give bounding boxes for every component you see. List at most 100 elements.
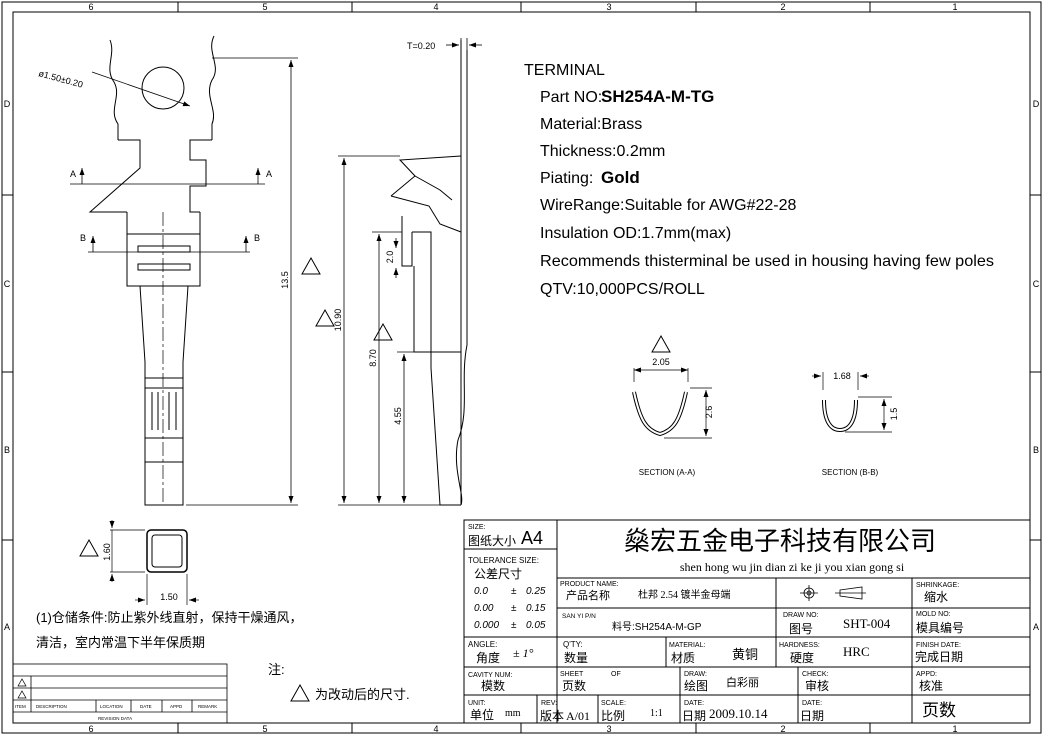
date-value: 2009.10.14 bbox=[709, 706, 768, 721]
sec-a-width-text: 2.05 bbox=[652, 357, 670, 367]
zone-right-c: C bbox=[1033, 279, 1040, 289]
size-label: SIZE: bbox=[468, 524, 486, 531]
terminal-side-view bbox=[390, 40, 468, 506]
terminal-front-view bbox=[88, 35, 216, 506]
marker-a-right: A bbox=[266, 169, 272, 179]
size-cn: 图纸大小 bbox=[468, 534, 516, 548]
marker-b-right: B bbox=[254, 233, 260, 243]
scale-cn: 比例 bbox=[601, 709, 625, 723]
material-label: MATERIAL: bbox=[669, 642, 705, 649]
material-cn: 材质 bbox=[671, 651, 695, 665]
spec-part-value: SH254A-M-TG bbox=[601, 87, 714, 106]
date2-cn: 日期 bbox=[800, 709, 824, 723]
rev-header-date: DATE bbox=[140, 704, 152, 709]
hole-dimension: ø1.50±0.20 bbox=[37, 68, 191, 107]
tolerance-label: TOLERANCE SIZE: bbox=[468, 556, 539, 565]
change-triangle-1 bbox=[301, 256, 321, 275]
marker-b-left: B bbox=[80, 233, 86, 243]
zone-top-2: 2 bbox=[780, 2, 785, 12]
storage-note-line2: 清洁，室内常温下半年保质期 bbox=[36, 635, 205, 650]
zone-top-5: 5 bbox=[262, 2, 267, 12]
marker-a-left: A bbox=[70, 169, 76, 179]
revision-table bbox=[12, 663, 228, 724]
sheet-label: SHEET bbox=[560, 671, 584, 678]
zone-bottom-6: 6 bbox=[88, 724, 93, 734]
tol-row1-a: 0.0 bbox=[474, 586, 488, 597]
note-changed-dim: 为改动后的尺寸. bbox=[315, 687, 410, 702]
border-zone-labels: 6 5 4 3 2 1 6 5 4 3 2 1 D C B A D C B A bbox=[4, 2, 1040, 734]
sheet-of: OF bbox=[611, 671, 621, 678]
sec-b-label: SECTION (B-B) bbox=[822, 468, 879, 477]
hardness-value: HRC bbox=[843, 644, 870, 659]
section-bb bbox=[812, 372, 892, 433]
dim-20-text: 2.0 bbox=[385, 251, 395, 264]
sec-a-height-text: 2.6 bbox=[704, 406, 714, 419]
dim-455 bbox=[397, 351, 414, 503]
unit-label: UNIT: bbox=[468, 700, 486, 707]
dim-total-length bbox=[186, 57, 298, 506]
zone-left-a: A bbox=[4, 622, 10, 632]
rev-triangle-2 bbox=[17, 690, 27, 699]
date-label: DATE: bbox=[684, 700, 704, 707]
shrinkage-cn: 缩水 bbox=[924, 589, 948, 604]
zone-top-4: 4 bbox=[433, 2, 438, 12]
rev-triangle-1 bbox=[17, 678, 27, 687]
cavity-label: CAVITY NUM: bbox=[468, 672, 513, 679]
draw-cn: 绘图 bbox=[684, 678, 708, 693]
zone-top-1: 1 bbox=[952, 2, 957, 12]
shrinkage-label: SHRINKAGE: bbox=[916, 582, 959, 589]
unit-cn: 单位 bbox=[470, 707, 494, 722]
draw-no-value: SHT-004 bbox=[843, 616, 891, 631]
angle-label: ANGLE: bbox=[468, 640, 497, 649]
hardness-label: HARDNESS: bbox=[779, 642, 820, 649]
note-zhu: 注: bbox=[268, 662, 285, 677]
hole-dim-text: ø1.50±0.20 bbox=[37, 68, 84, 89]
spec-insulation: Insulation OD:1.7mm(max) bbox=[540, 225, 731, 242]
product-name-cn: 产品名称 bbox=[566, 588, 610, 602]
tol-row2-c: 0.15 bbox=[526, 603, 546, 614]
zone-bottom-2: 2 bbox=[780, 724, 785, 734]
projection-symbol-icon bbox=[800, 585, 866, 601]
tol-row3-a: 0.000 bbox=[474, 620, 499, 631]
title-block-grid bbox=[463, 519, 1031, 724]
spec-plating-value: Gold bbox=[601, 168, 640, 187]
unit-value: mm bbox=[505, 708, 521, 719]
spec-part-label: Part NO: bbox=[540, 89, 602, 106]
product-name-value: 杜邦 2.54 镀半金母端 bbox=[638, 588, 731, 601]
sheet-cn: 页数 bbox=[562, 678, 586, 693]
change-triangle-2 bbox=[315, 308, 335, 327]
angle-value: ± 1° bbox=[513, 646, 534, 660]
finish-cn: 完成日期 bbox=[915, 649, 963, 664]
tol-row3-b: ± bbox=[511, 620, 517, 631]
date-cn: 日期 bbox=[682, 709, 706, 723]
material-value: 黄铜 bbox=[732, 647, 758, 662]
tol-row2-a: 0.00 bbox=[474, 603, 494, 614]
check-cn: 审核 bbox=[805, 678, 829, 693]
rev-header-item: ITEM bbox=[15, 704, 26, 709]
spec-qty: QTV:10,000PCS/ROLL bbox=[540, 281, 705, 298]
dim-870-text: 8.70 bbox=[368, 349, 378, 367]
san-yi-label: SAN YI P/N bbox=[562, 613, 596, 620]
dim-thickness-text: T=0.20 bbox=[407, 41, 435, 51]
liao-hao: 料号:SH254A-M-GP bbox=[612, 620, 702, 633]
change-triangle-4 bbox=[651, 334, 671, 353]
draw-label: DRAW: bbox=[684, 671, 707, 678]
appd-cn: 核准 bbox=[919, 679, 943, 693]
rev-header-appd: APPD bbox=[170, 704, 183, 709]
hardness-cn: 硬度 bbox=[790, 650, 814, 665]
tolerance-cn: 公差尺寸 bbox=[474, 567, 522, 581]
mold-no-cn: 模具编号 bbox=[916, 620, 964, 635]
qty-label: Q'TY: bbox=[563, 640, 583, 649]
draw-no-cn: 图号 bbox=[789, 622, 813, 636]
rev-cn: 版本 bbox=[540, 709, 564, 723]
size-value: A4 bbox=[521, 528, 543, 548]
dim-455-text: 4.55 bbox=[393, 407, 403, 425]
storage-note-line1: (1)仓储条件:防止紫外线直射，保持干燥通风， bbox=[36, 610, 303, 625]
zone-bottom-1: 1 bbox=[952, 724, 957, 734]
pages-cn: 页数 bbox=[922, 701, 956, 720]
appd-label: APPD: bbox=[916, 671, 937, 678]
rev-value: A/01 bbox=[566, 709, 590, 723]
zone-left-b: B bbox=[4, 445, 10, 455]
spec-plating-label: Piating: bbox=[540, 170, 593, 187]
